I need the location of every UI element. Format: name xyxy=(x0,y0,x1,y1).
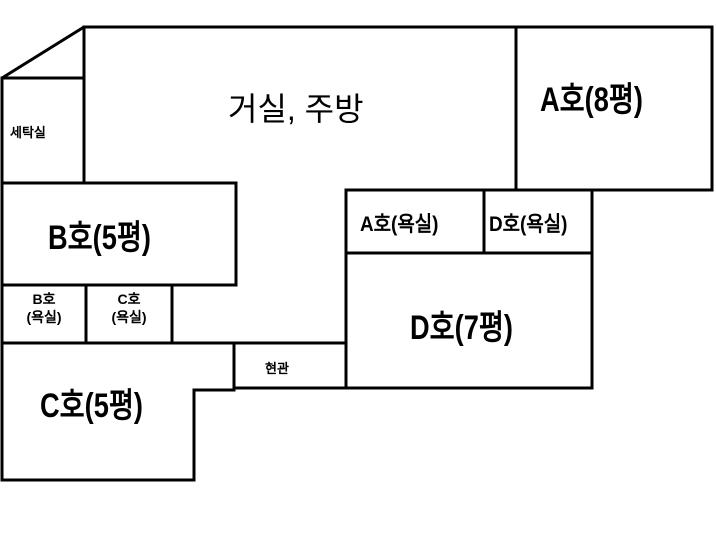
bath-c-label-line2: (욕실) xyxy=(111,309,147,325)
entrance-label: 현관 xyxy=(265,361,289,376)
bath-c-label-line1: C호 xyxy=(117,291,141,307)
room-a-label: A호(8평) xyxy=(540,81,643,119)
room-d-label: D호(7평) xyxy=(410,309,513,347)
inner-walls xyxy=(0,25,594,392)
bath-b-label-line1: B호 xyxy=(32,291,56,307)
living-room-label: 거실, 주방 xyxy=(228,91,364,127)
bath-b-label-line2: (욕실) xyxy=(26,309,62,325)
room-c-label: C호(5평) xyxy=(40,387,143,425)
bath-a-label: A호(욕실) xyxy=(360,213,439,236)
laundry-label: 세탁실 xyxy=(10,125,46,140)
bath-c-label: C호 (욕실) xyxy=(86,290,172,326)
room-b-label: B호(5평) xyxy=(48,219,151,257)
bath-b-label: B호 (욕실) xyxy=(2,290,86,326)
bath-d-label: D호(욕실) xyxy=(489,213,568,236)
